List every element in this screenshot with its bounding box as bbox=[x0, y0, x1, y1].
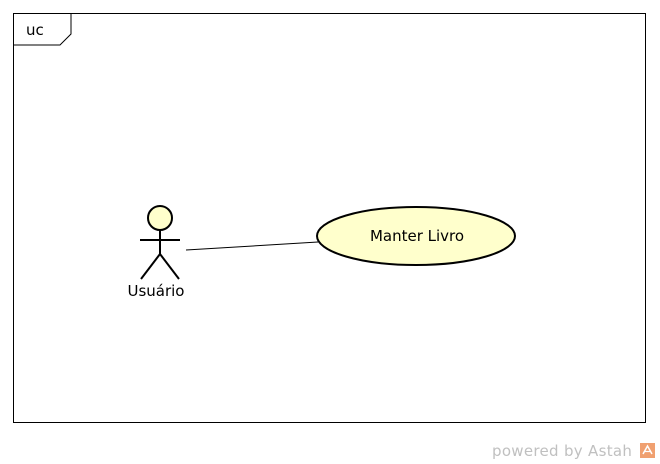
association-line[interactable] bbox=[185, 241, 319, 251]
use-case-manter-livro[interactable] bbox=[316, 206, 516, 266]
actor-usuario[interactable] bbox=[140, 205, 180, 280]
watermark-text: powered by Astah bbox=[492, 442, 633, 460]
use-case-label: Manter Livro bbox=[369, 227, 465, 245]
actor-left-leg bbox=[140, 253, 161, 280]
actor-right-leg bbox=[159, 253, 180, 280]
frame-tab bbox=[13, 13, 72, 46]
actor-label: Usuário bbox=[127, 282, 185, 300]
astah-logo-icon bbox=[640, 443, 655, 458]
actor-head bbox=[147, 205, 173, 231]
diagram-frame bbox=[13, 13, 646, 423]
frame-tab-label: uc bbox=[26, 21, 44, 39]
